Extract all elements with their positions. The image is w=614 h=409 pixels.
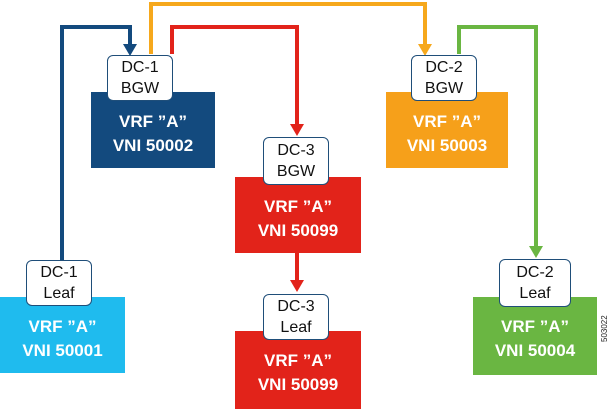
vrf-box-dc2-bgw: VRF ”A” VNI 50003 (386, 92, 508, 168)
site-label: DC-3 (277, 298, 315, 315)
label-card-dc1-bgw: DC-1 BGW (107, 55, 173, 101)
wire-dc1-bgw-to-dc2-bgw (149, 2, 427, 54)
vrf-label: VRF ”A” (501, 317, 569, 336)
label-card-dc3-bgw: DC-3 BGW (263, 137, 329, 185)
role-label: BGW (424, 80, 464, 97)
label-card-dc3-leaf: DC-3 Leaf (263, 294, 329, 340)
arrow-head-dc1-bgw (123, 44, 137, 56)
vni-label: VNI 50001 (22, 341, 103, 360)
vni-label: VNI 50099 (257, 221, 339, 240)
vrf-label: VRF ”A” (264, 197, 332, 216)
vni-label: VNI 50002 (112, 136, 194, 155)
label-card-dc2-leaf: DC-2 Leaf (499, 259, 571, 307)
arrow-head-dc3-bgw (290, 124, 304, 136)
label-card-dc2-bgw: DC-2 BGW (411, 55, 477, 101)
role-label: Leaf (280, 319, 312, 336)
arrow-head-dc3-leaf (290, 280, 304, 292)
vrf-label: VRF ”A” (28, 317, 97, 336)
vrf-label: VRF ”A” (264, 351, 332, 370)
vni-label: VNI 50099 (257, 375, 339, 394)
vni-label: VNI 50003 (406, 136, 488, 155)
vrf-box-dc3-leaf: VRF ”A” VNI 50099 (235, 331, 361, 409)
role-label: Leaf (43, 285, 75, 302)
vni-label: VNI 50004 (494, 341, 576, 360)
vrf-box-dc3-bgw: VRF ”A” VNI 50099 (235, 177, 361, 253)
figure-id: 503022 (600, 315, 609, 342)
site-label: DC-1 (121, 59, 159, 76)
site-label: DC-3 (277, 142, 315, 159)
vrf-label: VRF ”A” (413, 112, 481, 131)
vrf-label: VRF ”A” (119, 112, 187, 131)
label-card-dc1-leaf: DC-1 Leaf (26, 260, 92, 306)
role-label: BGW (276, 163, 316, 180)
arrow-head-dc2-bgw (418, 44, 432, 56)
wire-dc1-leaf-to-dc1-bgw (60, 25, 132, 260)
site-label: DC-2 (425, 59, 463, 76)
site-label: DC-2 (516, 264, 554, 281)
role-label: Leaf (519, 285, 551, 302)
vrf-box-dc1-leaf: VRF ”A” VNI 50001 (0, 297, 125, 373)
site-label: DC-1 (40, 264, 78, 281)
vrf-box-dc2-leaf: VRF ”A” VNI 50004 (473, 297, 597, 375)
arrow-head-dc2-leaf (529, 246, 543, 258)
wire-dc2-bgw-to-dc2-leaf (457, 25, 538, 250)
wire-dc1-bgw-to-dc3-bgw (170, 25, 299, 128)
role-label: BGW (120, 80, 160, 97)
vrf-box-dc1-bgw: VRF ”A” VNI 50002 (91, 92, 215, 168)
